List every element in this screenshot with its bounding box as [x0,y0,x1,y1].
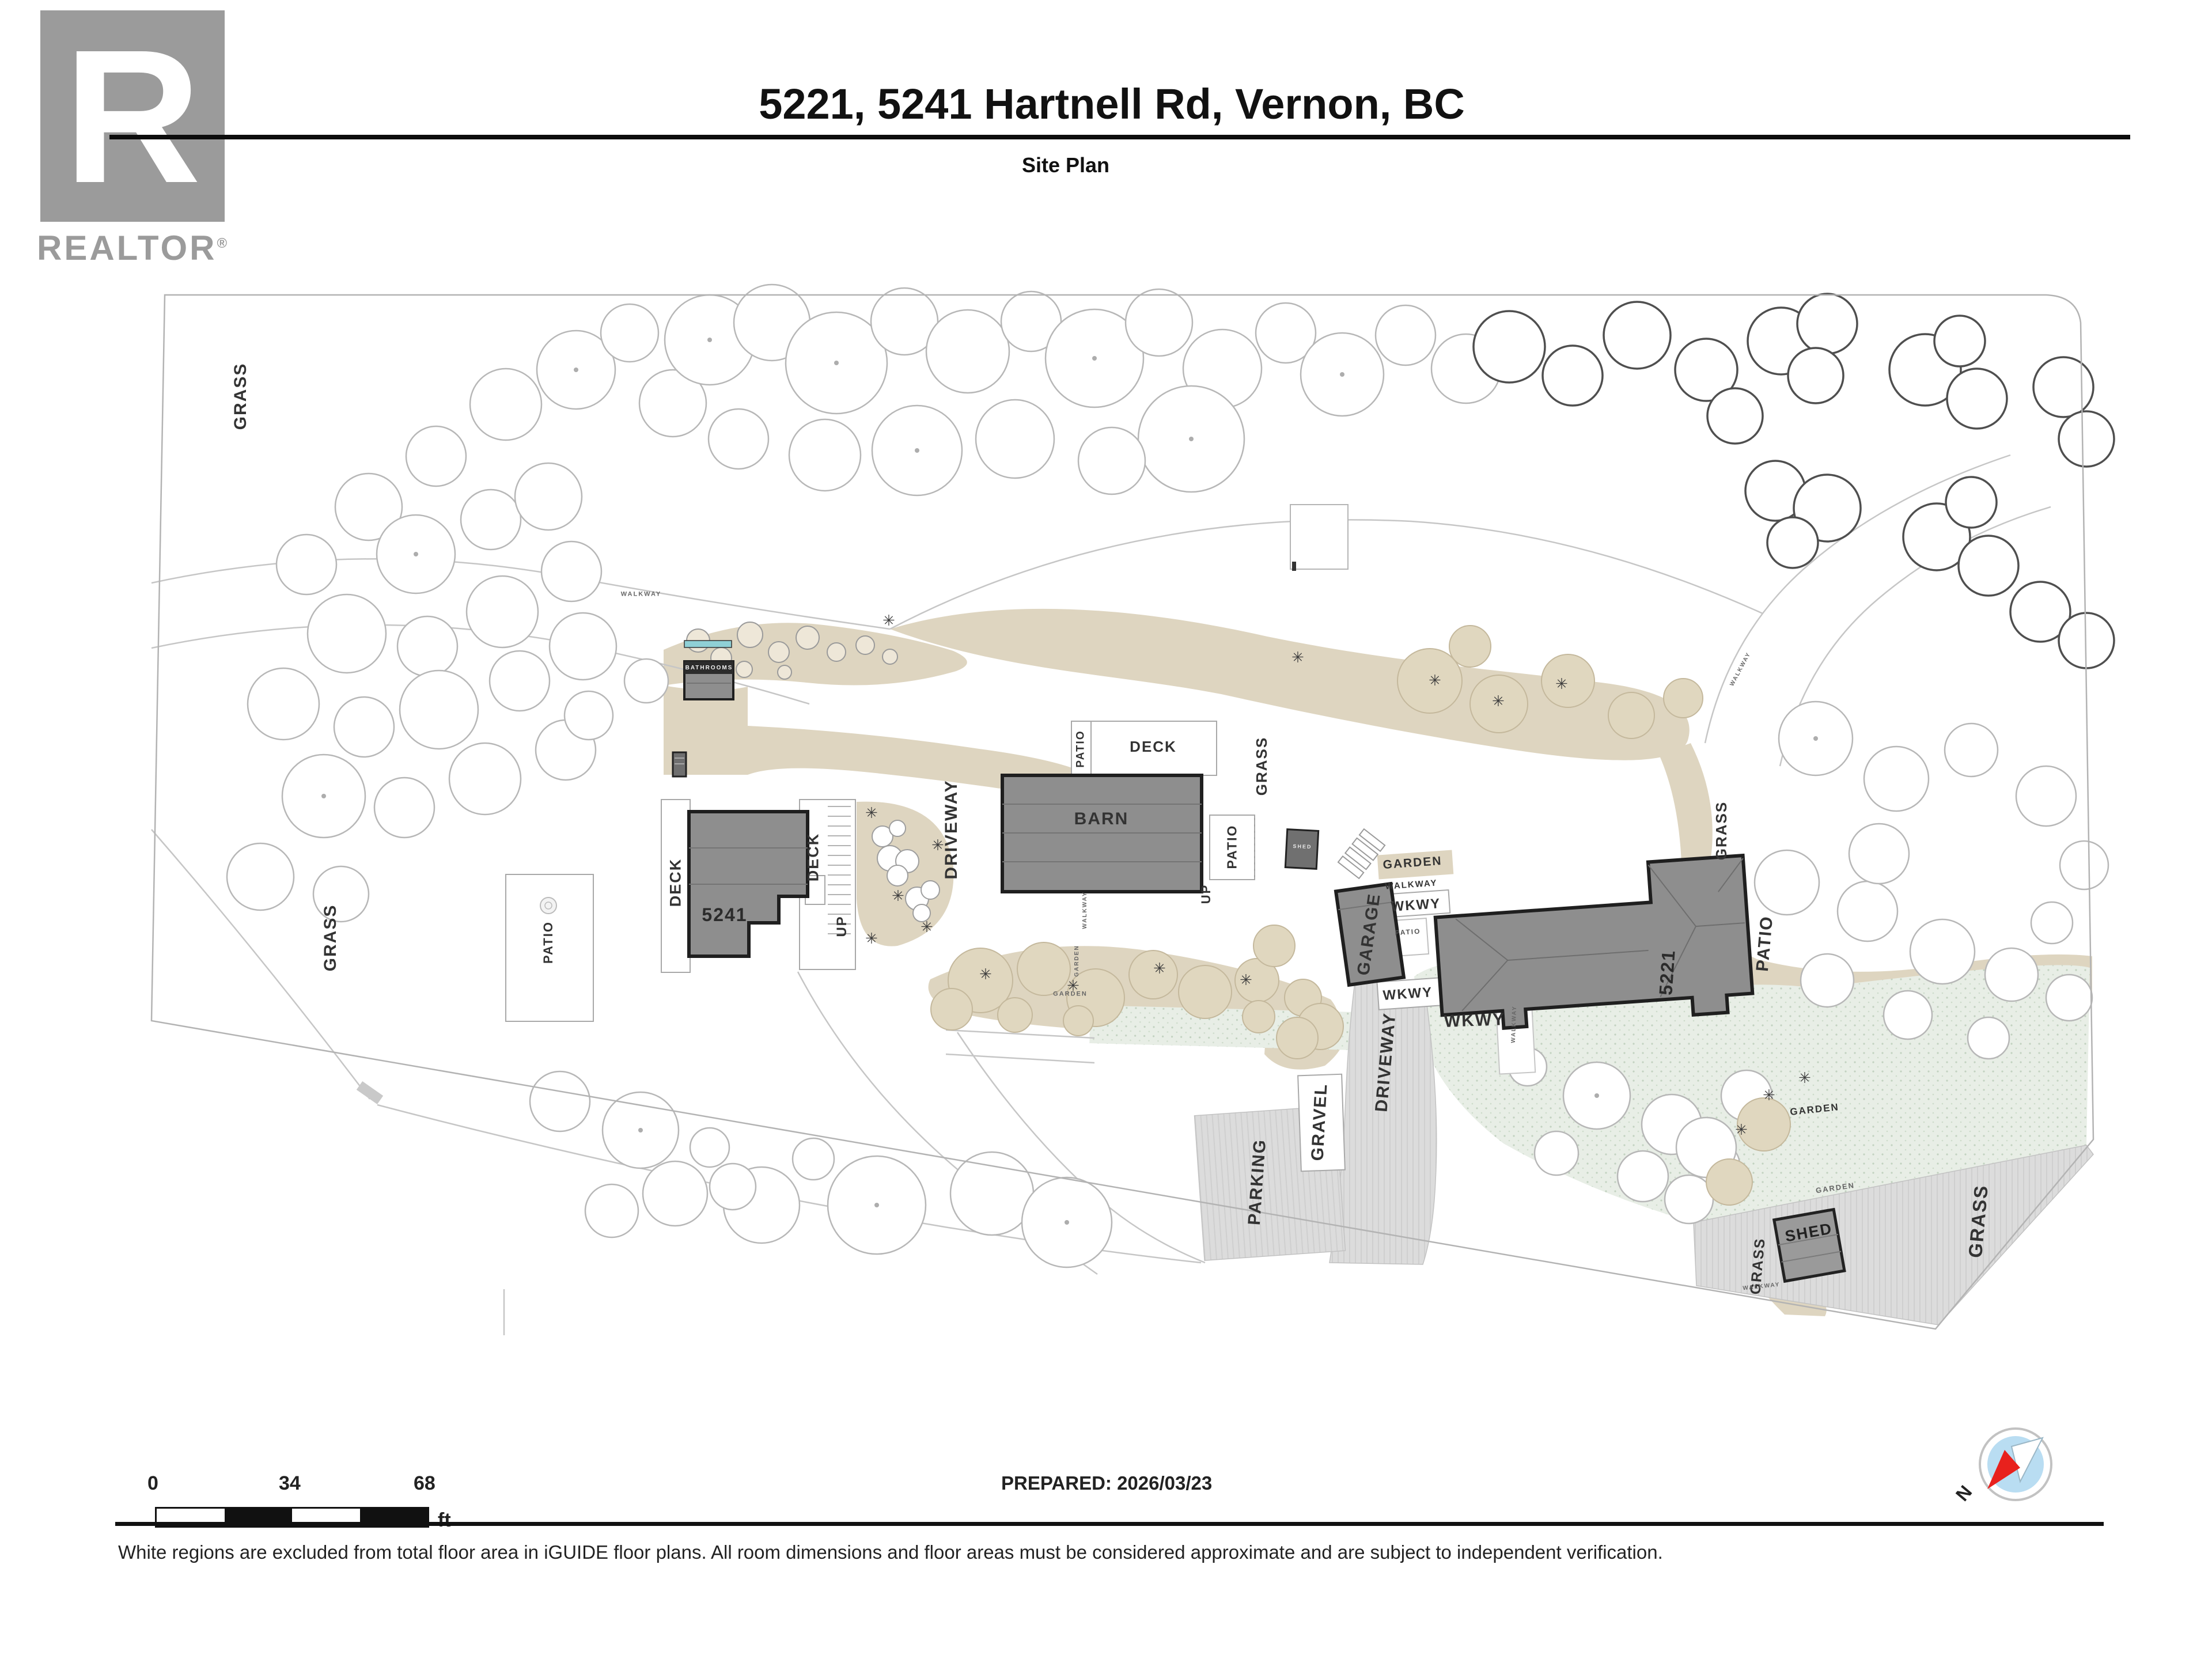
map-label-grass: GRASS [1253,736,1270,796]
plant-marks: ✳ ✳ ✳ ✳ ✳ ✳ ✳ ✳ ✳ ✳ ✳ ✳ ✳ ✳ ✳ ✳ ✳ [865,612,1811,1138]
map-label-deck: DECK [666,858,684,907]
map-label-wkwy: WKWY [1444,1010,1506,1031]
map-label-wkwy: WKWY [1390,896,1442,915]
svg-text:✳: ✳ [892,887,904,904]
map-label-bathrooms: BATHROOMS [685,665,733,671]
map-label-garden: GARDEN [1382,854,1443,872]
map-label-garden: GARDEN [1815,1180,1855,1195]
map-label-grass: GRASS [321,904,340,972]
stairs-hatch [828,806,1255,934]
map-label-grass: GRASS [231,362,250,430]
map-label-patio: PATIO [1224,824,1240,869]
building-5241 [687,810,809,958]
map-label-shed: SHED [1783,1219,1834,1245]
map-label-shed: SHED [1293,843,1312,850]
map-label-garden: GARDEN [1053,990,1088,998]
svg-text:✳: ✳ [921,918,933,935]
title-divider [109,135,2130,139]
scale-label-end: 68 [414,1472,435,1494]
map-label-walkway: WALKWAY [1510,1005,1518,1043]
footer-divider [115,1522,2104,1526]
map-label-walkway: WALKWAY [620,590,662,598]
svg-text:✳: ✳ [1735,1121,1748,1138]
map-label-5241: 5241 [702,904,748,925]
svg-text:✳: ✳ [1240,971,1252,988]
small-structure [672,751,687,778]
svg-text:✳: ✳ [1763,1086,1775,1104]
building-barn [1001,774,1203,893]
property-boundary [150,294,2094,1330]
map-label-gravel: GRAVEL [1308,1082,1331,1162]
map-label-barn: BARN [1074,809,1129,828]
map-label-driveway: DRIVEWAY [1372,1012,1400,1113]
gate-mark [356,1081,384,1104]
svg-text:✳: ✳ [865,930,878,947]
garden-stairs [1337,828,1386,880]
svg-text:✳: ✳ [1429,672,1441,689]
trees-dark [1472,293,2115,669]
map-label-grass: GRASS [1713,801,1730,861]
map-label-deck: DECK [1130,738,1177,755]
compass-needle-north [1987,1450,2020,1489]
map-label-garage: GARAGE [1354,892,1384,977]
svg-text:✳: ✳ [865,804,878,821]
svg-text:✳: ✳ [1555,675,1568,692]
scale-label-mid: 34 [279,1472,301,1494]
realtor-logo-r-glyph: R [63,9,202,222]
flower-clusters [872,820,940,922]
map-label-walkway: WALKWAY [1082,891,1088,929]
scale-label-start: 0 [147,1472,158,1494]
map-label-up: UP [834,915,850,937]
building-bathrooms [683,640,734,700]
map-label-driveway: DRIVEWAY [942,779,961,880]
trees-tan [930,625,1791,1206]
svg-text:✳: ✳ [931,836,944,854]
map-label-walkway: WALKWAY [1385,878,1438,892]
map-label-up: UP [1199,884,1213,904]
svg-text:✳: ✳ [1153,960,1166,977]
svg-text:✳: ✳ [979,965,992,983]
map-label-patio: PATIO [541,921,555,964]
map-label-parking: PARKING [1244,1138,1270,1226]
map-label-grass: GRASS [1964,1183,1992,1259]
svg-text:✳: ✳ [1067,977,1080,994]
map-label-garden: GARDEN [1074,945,1080,977]
prepared-date: PREPARED: 2026/03/23 [1001,1472,1213,1494]
disclaimer-text: White regions are excluded from total fl… [118,1541,1663,1563]
fire-pit [540,897,557,914]
realtor-logo-wordmark: REALTOR® [37,228,244,268]
registered-symbol: ® [217,236,230,251]
page-subtitle: Site Plan [1021,153,1110,177]
building-shed [1772,1207,1846,1283]
tree-center-dots [321,338,1818,1225]
building-5221 [1433,853,1755,1030]
svg-text:✳: ✳ [882,612,895,629]
realtor-brand-text: REALTOR [37,229,217,267]
map-label-patio: PATIO [1074,730,1087,768]
svg-text:✳: ✳ [1291,649,1304,666]
survey-tick [1292,562,1296,571]
map-label-garden: GARDEN [1789,1101,1840,1118]
compass-icon [1979,1427,2052,1501]
fire-pit-inner [544,902,552,910]
map-label-wkwy: WKWY [1382,984,1434,1003]
page-title: 5221, 5241 Hartnell Rd, Vernon, BC [759,80,1465,128]
map-label-deck: DECK [804,832,822,882]
building-garage [1334,881,1406,987]
svg-text:✳: ✳ [1492,692,1505,710]
realtor-logo: R [40,10,225,222]
svg-text:✳: ✳ [1798,1069,1811,1086]
map-label-5221: 5221 [1655,949,1679,996]
map-label-walkway: WALKWAY [1729,651,1752,688]
map-label-patio: PATIO [1395,927,1421,937]
small-shed-barn [1284,828,1320,870]
map-label-patio: PATIO [1752,915,1777,972]
scale-unit: ft [438,1509,451,1531]
